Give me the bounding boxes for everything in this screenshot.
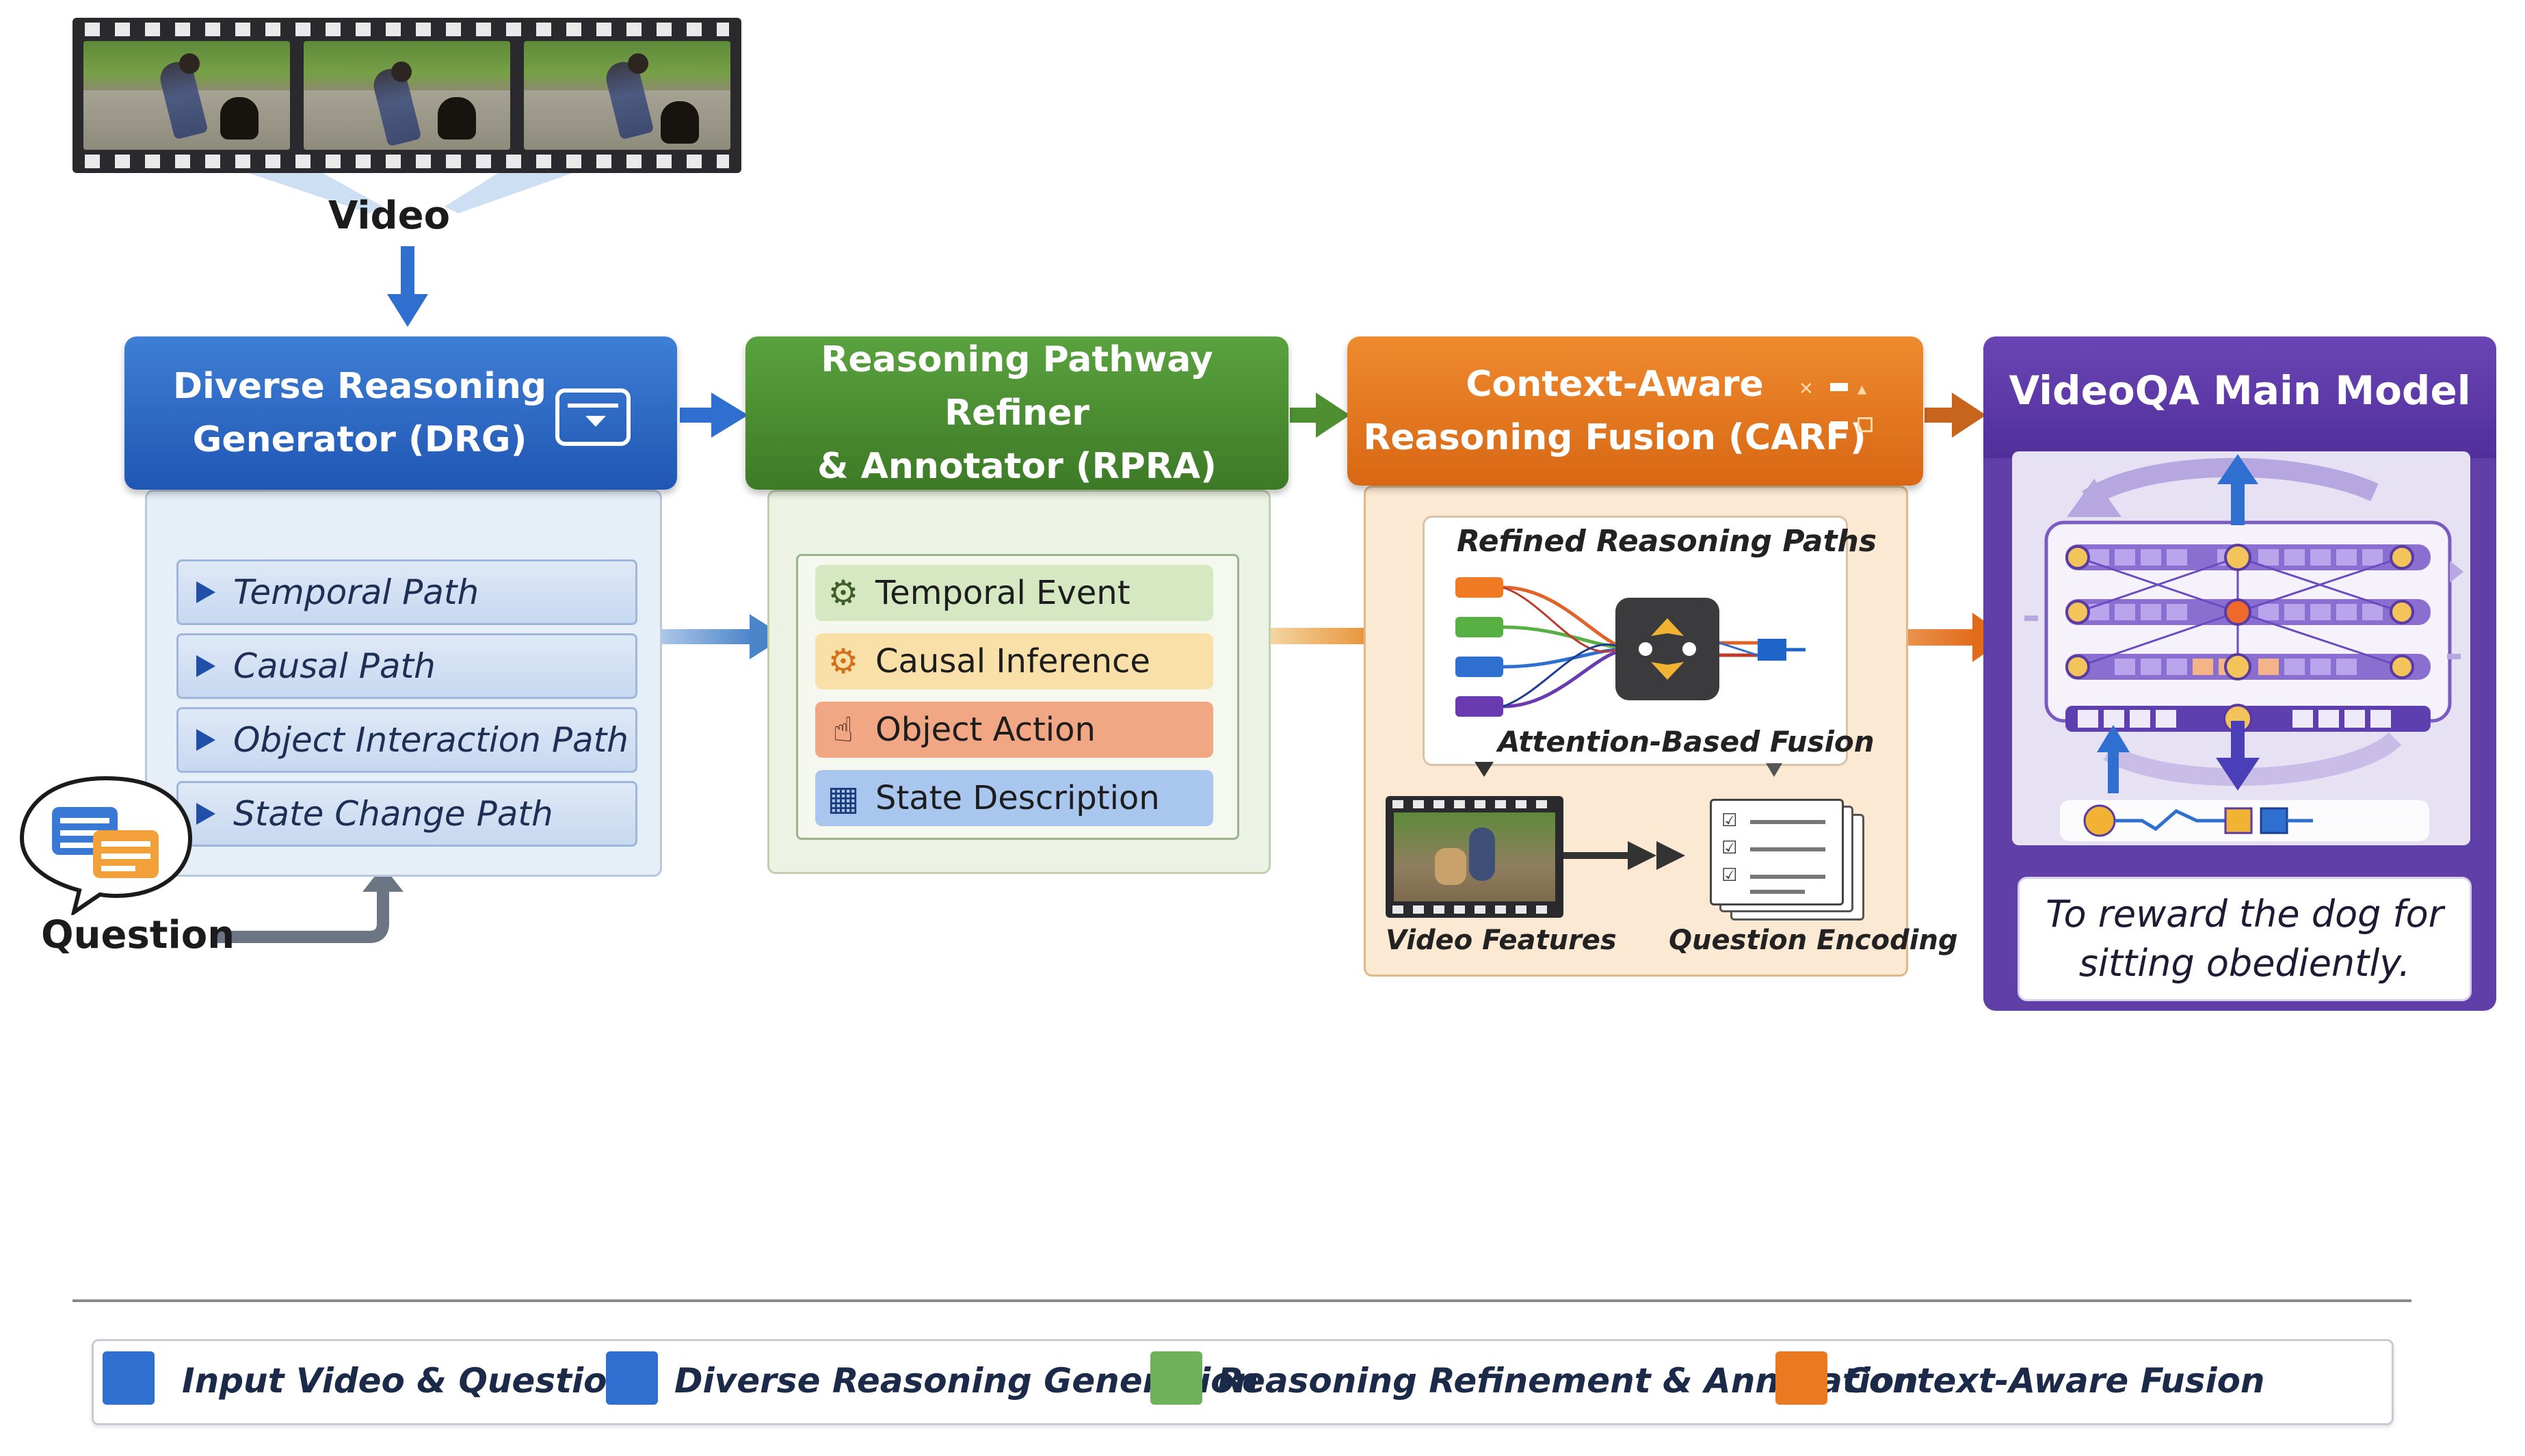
legend-label-input: Input Video & Question (182, 1361, 632, 1401)
rpra-item-object-action: ☝ Object Action (815, 702, 1213, 758)
answer-line2: sitting obediently. (2078, 942, 2411, 985)
down-arrow-icon (1475, 762, 1494, 777)
video-down-arrow (387, 246, 428, 327)
rpra-to-carf-arrow (1290, 393, 1350, 438)
rpra-title-line1: Reasoning Pathway Refiner (821, 339, 1213, 434)
output-vector-icon (1758, 639, 1786, 661)
refined-paths-label: Refined Reasoning Paths (1457, 524, 1877, 559)
vqa-header: VideoQA Main Model (1983, 336, 2496, 458)
fusion-hub-icon (1615, 598, 1719, 700)
carf-to-vqa-arrow (1925, 393, 1986, 438)
hand-icon: ☝ (832, 710, 854, 750)
rpra-item-label: Object Action (875, 711, 1096, 749)
carf-header: Context-Aware Reasoning Fusion (CARF) ✕ … (1347, 336, 1923, 486)
vqa-network-diagram (2024, 454, 2463, 841)
drg-path-temporal: Temporal Path (176, 559, 637, 625)
video-features-label: Video Features (1386, 925, 1617, 956)
video-features-icon (1386, 796, 1563, 918)
gear-icon: ⚙ (828, 573, 859, 613)
drg-path-causal: Causal Path (176, 633, 637, 699)
drg-to-rpra-arrow (680, 393, 748, 438)
grid-icon: ▦ (827, 778, 860, 818)
video-film-strip (72, 18, 741, 173)
question-arrow (212, 866, 404, 943)
down-arrow-icon (1766, 763, 1782, 777)
video-frame-1 (83, 41, 290, 150)
rpra-item-label: Temporal Event (875, 574, 1131, 612)
path-tab-orange (1455, 577, 1503, 598)
rpra-item-label: Causal Inference (875, 642, 1150, 680)
path-tab-blue (1455, 657, 1503, 677)
drg-display-icon (555, 388, 631, 446)
vqa-title: VideoQA Main Model (2009, 367, 2471, 414)
legend (92, 1339, 2394, 1425)
rpra-item-temporal-event: ⚙ Temporal Event (815, 565, 1213, 621)
drg-path-label: Object Interaction Path (233, 720, 629, 760)
play-icon (196, 655, 215, 677)
carf-title-line2: Reasoning Fusion (CARF) (1363, 417, 1866, 458)
features-to-encoding-arrow (1563, 841, 1685, 870)
video-label: Video (328, 194, 451, 238)
path-tab-purple (1455, 696, 1503, 717)
gear-icon: ⚙ (828, 641, 859, 681)
video-frame-3 (524, 41, 730, 150)
legend-swatch-refinement (1150, 1351, 1202, 1405)
legend-swatch-fusion (1775, 1351, 1827, 1405)
drg-path-object-interaction: Object Interaction Path (176, 707, 637, 773)
play-icon (196, 803, 215, 825)
drg-path-state-change: State Change Path (176, 781, 637, 847)
drg-title-line2: Generator (DRG) (192, 419, 527, 460)
film-perforation-top (85, 23, 729, 36)
window-controls-icon: ✕ ▴ (1799, 372, 1874, 447)
rpra-item-causal-inference: ⚙ Causal Inference (815, 633, 1213, 689)
question-encoding-icon: ☑ ☑ ☑ (1710, 799, 1871, 921)
drg-header: Diverse Reasoning Generator (DRG) (124, 336, 677, 490)
fusion-label: Attention-Based Fusion (1498, 725, 1875, 758)
carf-title-line1: Context-Aware (1466, 364, 1764, 405)
legend-swatch-input (103, 1351, 155, 1405)
question-bubble-icon (19, 776, 193, 915)
drg-path-label: Causal Path (233, 646, 436, 686)
rpra-item-label: State Description (875, 779, 1160, 817)
legend-label-fusion: Context-Aware Fusion (1844, 1361, 2265, 1401)
question-label: Question (41, 913, 235, 957)
rpra-item-state-description: ▦ State Description (815, 770, 1213, 826)
legend-divider (72, 1299, 2411, 1302)
play-icon (196, 729, 215, 751)
question-encoding-label: Question Encoding (1669, 925, 1958, 956)
rpra-header: Reasoning Pathway Refiner & Annotator (R… (745, 336, 1288, 490)
play-icon (196, 581, 215, 603)
answer-line1: To reward the dog for (2046, 892, 2444, 936)
video-frame-2 (304, 41, 510, 150)
legend-swatch-generation (606, 1351, 658, 1405)
drg-path-label: Temporal Path (233, 572, 479, 612)
fusion-diagram (1455, 577, 1806, 717)
answer-box: To reward the dog for sitting obediently… (2018, 877, 2472, 1001)
drg-path-label: State Change Path (233, 794, 553, 834)
path-tab-green (1455, 617, 1503, 637)
drg-title-line1: Diverse Reasoning (172, 366, 547, 407)
video-funnel (246, 172, 574, 213)
rpra-title-line2: & Annotator (RPRA) (817, 446, 1217, 487)
film-perforation-bottom (85, 155, 729, 168)
